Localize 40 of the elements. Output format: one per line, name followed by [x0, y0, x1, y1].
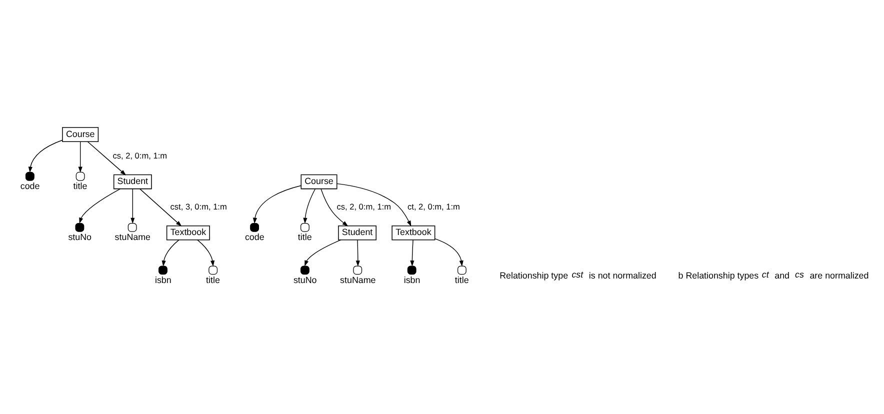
- arrow: [304, 240, 342, 266]
- arrow: [336, 183, 412, 227]
- edge-label: ct, 2, 0:m, 1:m: [408, 201, 460, 212]
- node-box: Textbook: [392, 225, 436, 240]
- arrow: [28, 140, 63, 173]
- arrow: [162, 240, 180, 266]
- label: Relationship type cst is not normalized: [500, 270, 656, 280]
- node-label: title: [206, 274, 220, 285]
- node-box: Course: [62, 127, 99, 142]
- arrow: [434, 238, 464, 266]
- node-label: stuName: [114, 232, 150, 242]
- edge-label: cs, 2, 0:m, 1:m: [112, 150, 168, 160]
- node-box: Student: [338, 225, 376, 240]
- arrow: [87, 141, 126, 176]
- node-label: isbn: [155, 274, 172, 285]
- node-label: isbn: [404, 274, 420, 285]
- node-box: Textbook: [166, 225, 210, 240]
- arrow: [79, 188, 120, 224]
- arrow: [303, 188, 316, 224]
- arrow: [356, 240, 360, 266]
- arrow: [78, 141, 82, 173]
- node-label: title: [73, 180, 88, 191]
- node-label: stuNo: [68, 232, 92, 242]
- node-box: Student: [113, 174, 152, 190]
- edge-label: cs, 2, 0:m, 1:m: [336, 201, 392, 212]
- node-label: title: [298, 232, 312, 242]
- node-label: code: [20, 180, 40, 191]
- label: b Relationship types ct and cs are normalized: [678, 270, 869, 280]
- arrow: [130, 188, 135, 224]
- node-label: title: [454, 274, 469, 285]
- arrow: [197, 240, 215, 266]
- arrow: [410, 240, 414, 266]
- arrow: [140, 188, 182, 226]
- node-box: Course: [300, 174, 338, 190]
- arrow: [252, 185, 302, 224]
- edge-label: cst, 3, 0:m, 1:m: [170, 201, 227, 212]
- node-label: stuName: [340, 274, 376, 285]
- node-label: code: [244, 232, 264, 242]
- arrow: [320, 188, 348, 226]
- node-label: stuNo: [293, 274, 317, 285]
